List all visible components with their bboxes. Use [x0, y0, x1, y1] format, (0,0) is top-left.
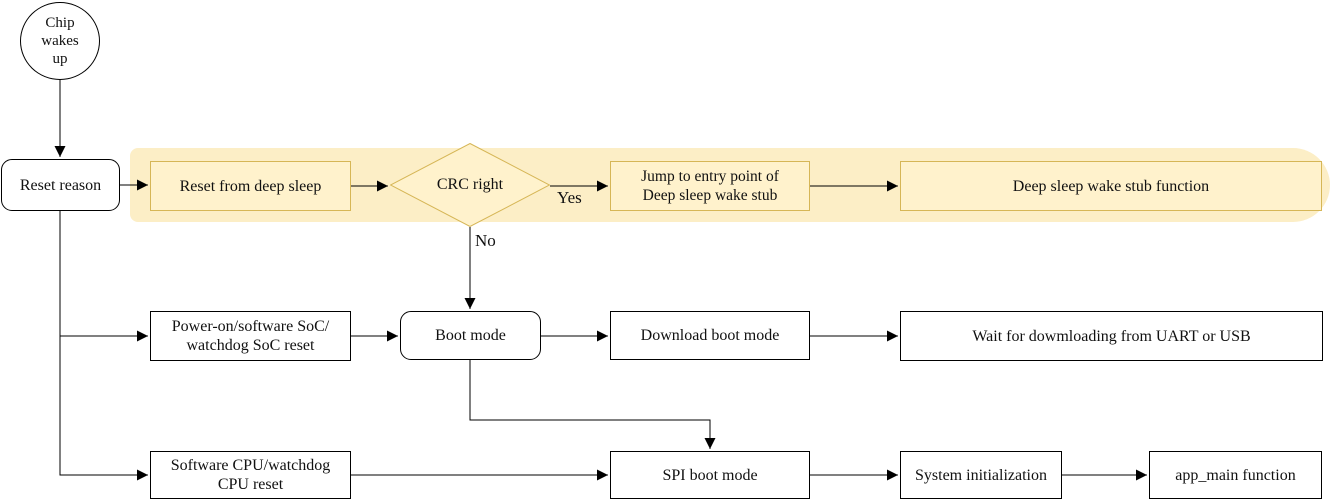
node-spi-boot-mode: SPI boot mode: [610, 451, 810, 499]
node-reset-from-deep-sleep: Reset from deep sleep: [150, 161, 351, 211]
node-power-on-soc-reset: Power-on/software SoC/ watchdog SoC rese…: [150, 311, 351, 361]
node-chip-wakes-up: Chip wakes up: [20, 2, 100, 80]
edge-label-no: No: [475, 231, 496, 250]
edge-reset-to-poweron: [59, 211, 148, 342]
edge-bootmode-to-spi: [469, 360, 716, 449]
crc-diamond-label: CRC right: [436, 176, 504, 193]
node-software-cpu-reset: Software CPU/watchdog CPU reset: [150, 451, 351, 499]
node-deep-sleep-wake-stub-function: Deep sleep wake stub function: [900, 161, 1322, 211]
crc-diamond-shape: [390, 143, 550, 227]
node-wait-for-downloading: Wait for dowmloading from UART or USB: [900, 311, 1323, 361]
node-crc-right: CRC right: [390, 143, 550, 227]
node-boot-mode: Boot mode: [400, 311, 541, 360]
node-system-initialization: System initialization: [900, 451, 1062, 499]
edge-reset-to-softwarecpu: [59, 336, 148, 481]
node-app-main-function: app_main function: [1149, 451, 1322, 499]
node-download-boot-mode: Download boot mode: [610, 311, 810, 360]
edge-label-yes: Yes: [557, 188, 582, 207]
node-reset-reason: Reset reason: [1, 159, 120, 211]
node-jump-to-entry-point: Jump to entry point of Deep sleep wake s…: [610, 161, 810, 211]
